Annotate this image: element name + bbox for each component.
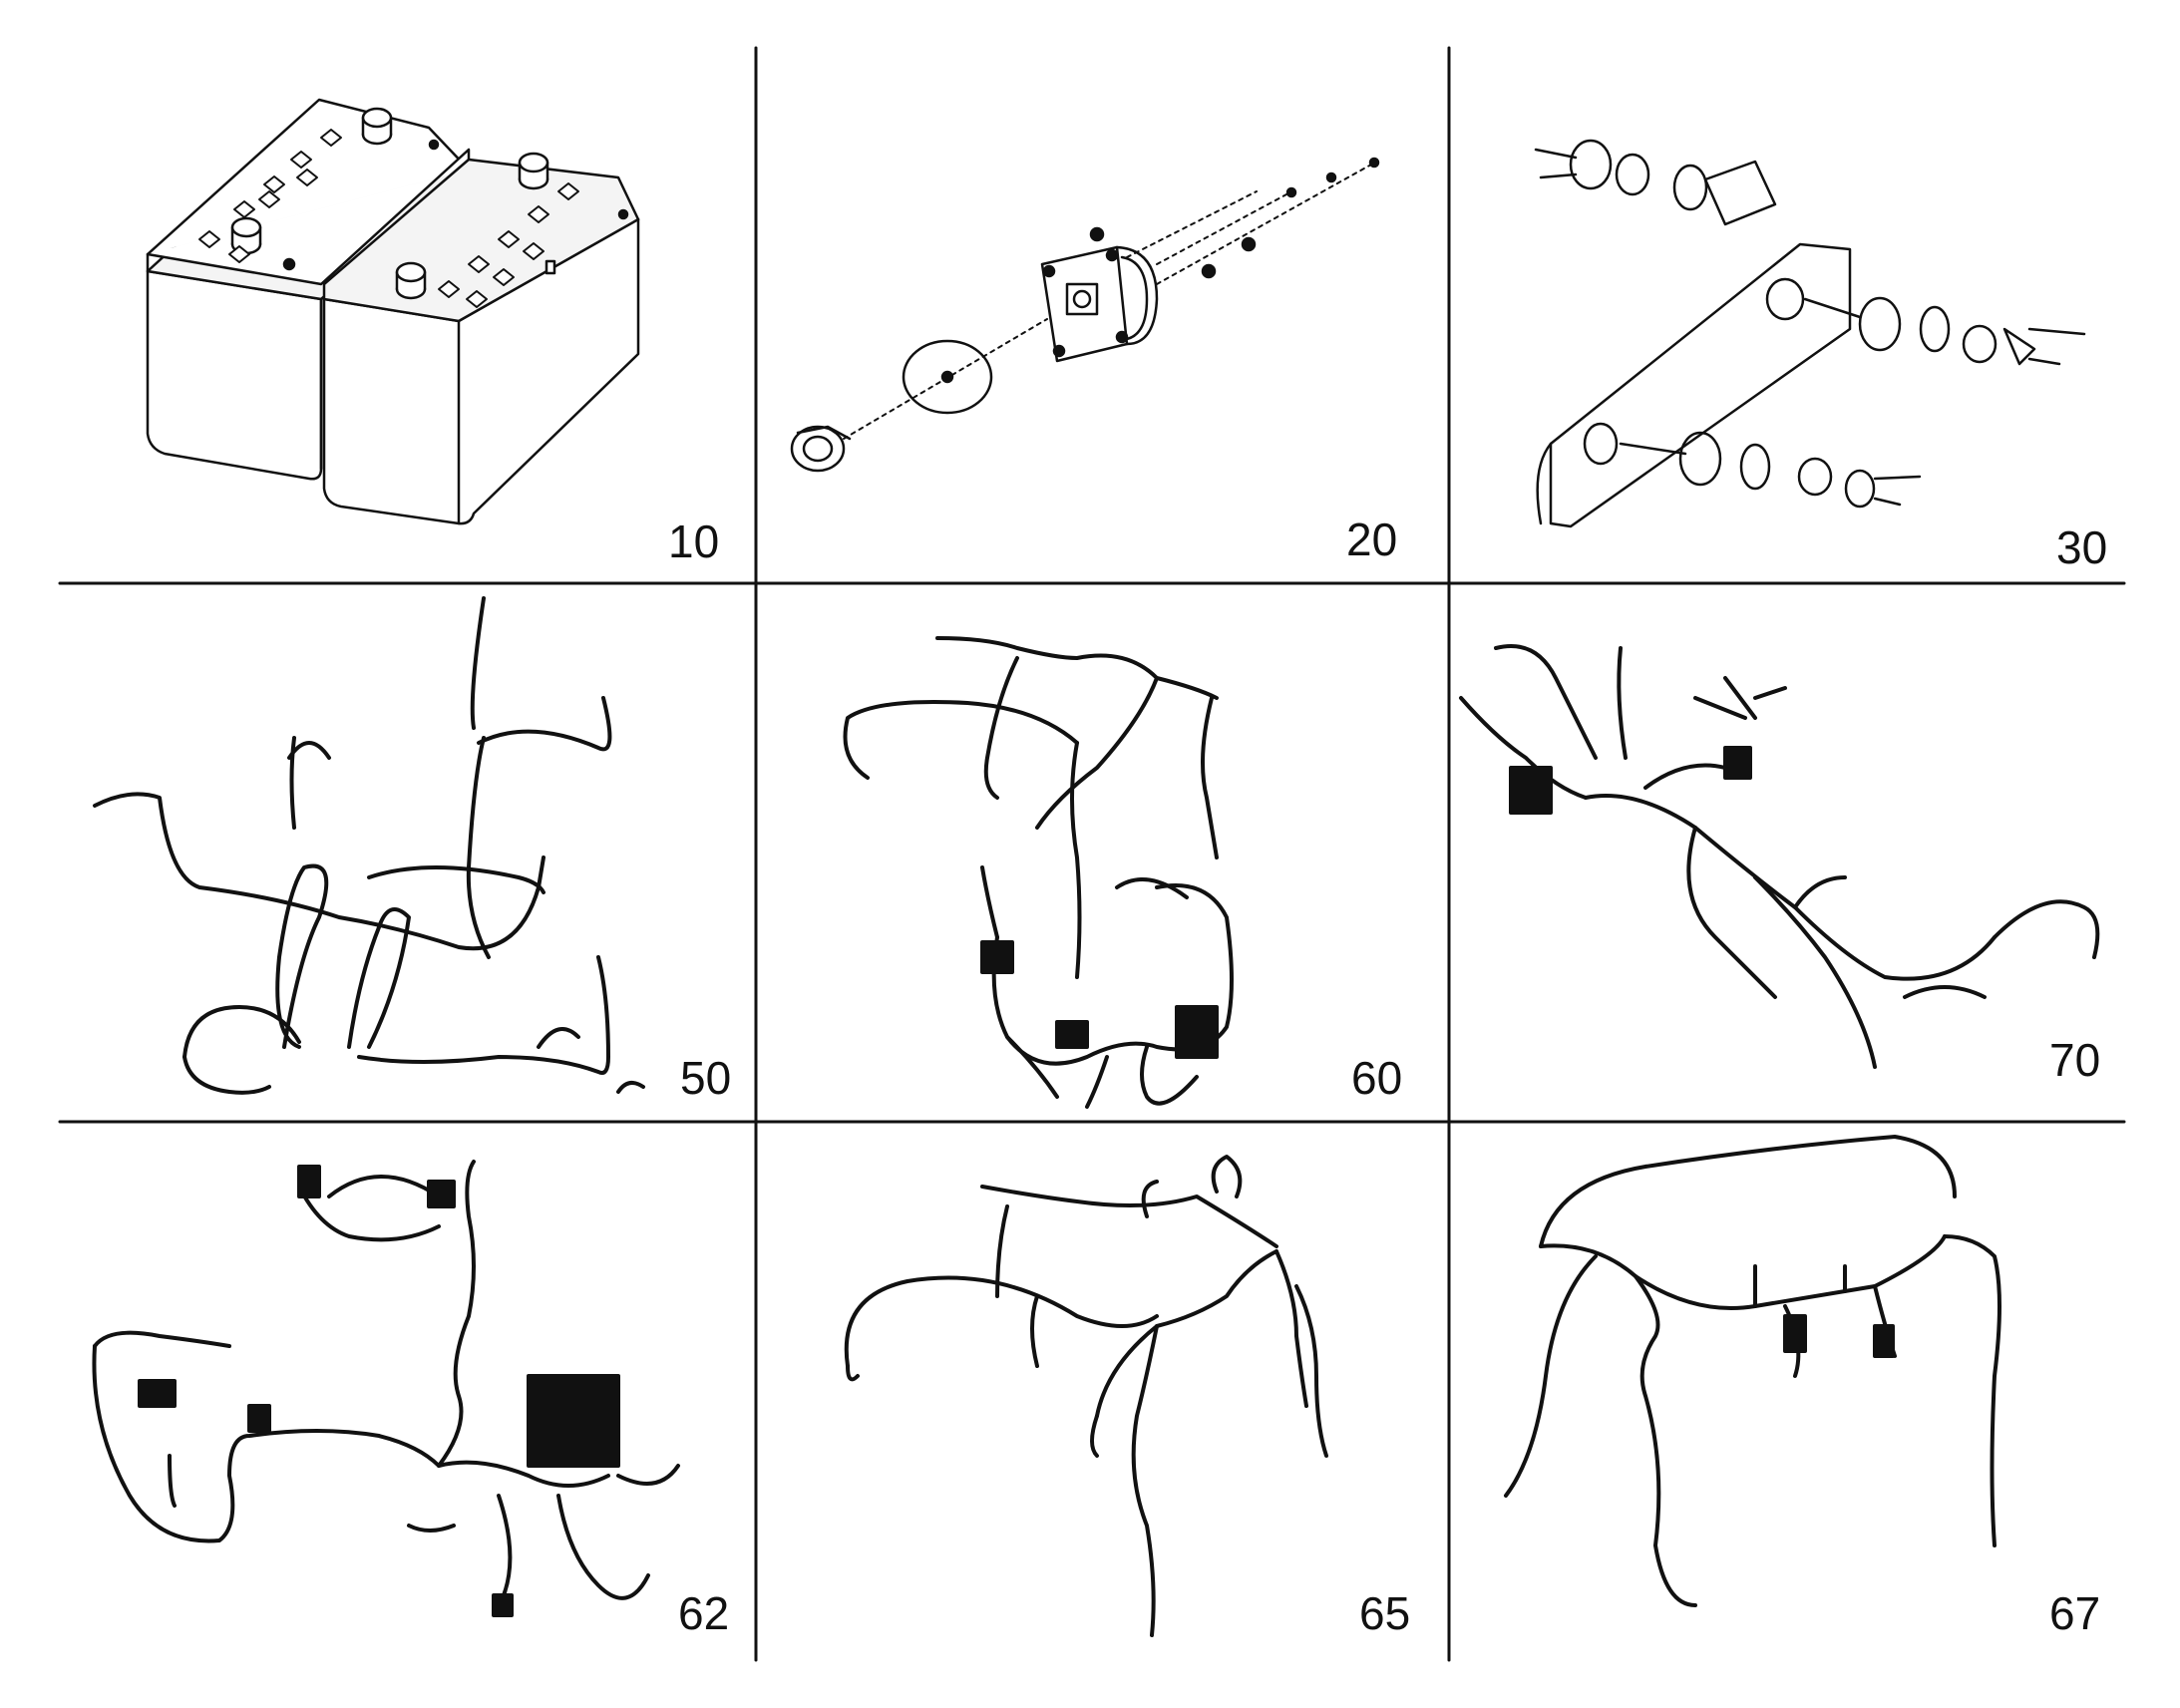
harness-67-illustration [1504, 1135, 2001, 1607]
panel-number-67: 67 [2049, 1587, 2101, 1639]
panel-number-10: 10 [668, 515, 720, 567]
grid-lines [58, 46, 2126, 1662]
vent-caps-left [198, 129, 342, 263]
harness-65-illustration [844, 1155, 1328, 1637]
harness-62-illustration [92, 1160, 680, 1617]
panel-number-70: 70 [2049, 1034, 2101, 1086]
panel-number-50: 50 [680, 1052, 732, 1104]
harness-50-illustration [93, 596, 645, 1095]
vent-caps-right [438, 182, 579, 308]
panel-number-20: 20 [1346, 513, 1398, 565]
panel-number-65: 65 [1359, 1587, 1411, 1639]
alternator-illustration [790, 157, 1380, 473]
harness-70-illustration [1459, 644, 2100, 1069]
harness-60-illustration [843, 636, 1234, 1109]
lamp-socket-illustration [1534, 139, 2086, 528]
panel-number-30: 30 [2056, 521, 2108, 573]
battery-illustration [146, 98, 640, 525]
panel-number-62: 62 [678, 1587, 730, 1639]
panel-number-60: 60 [1351, 1052, 1403, 1104]
